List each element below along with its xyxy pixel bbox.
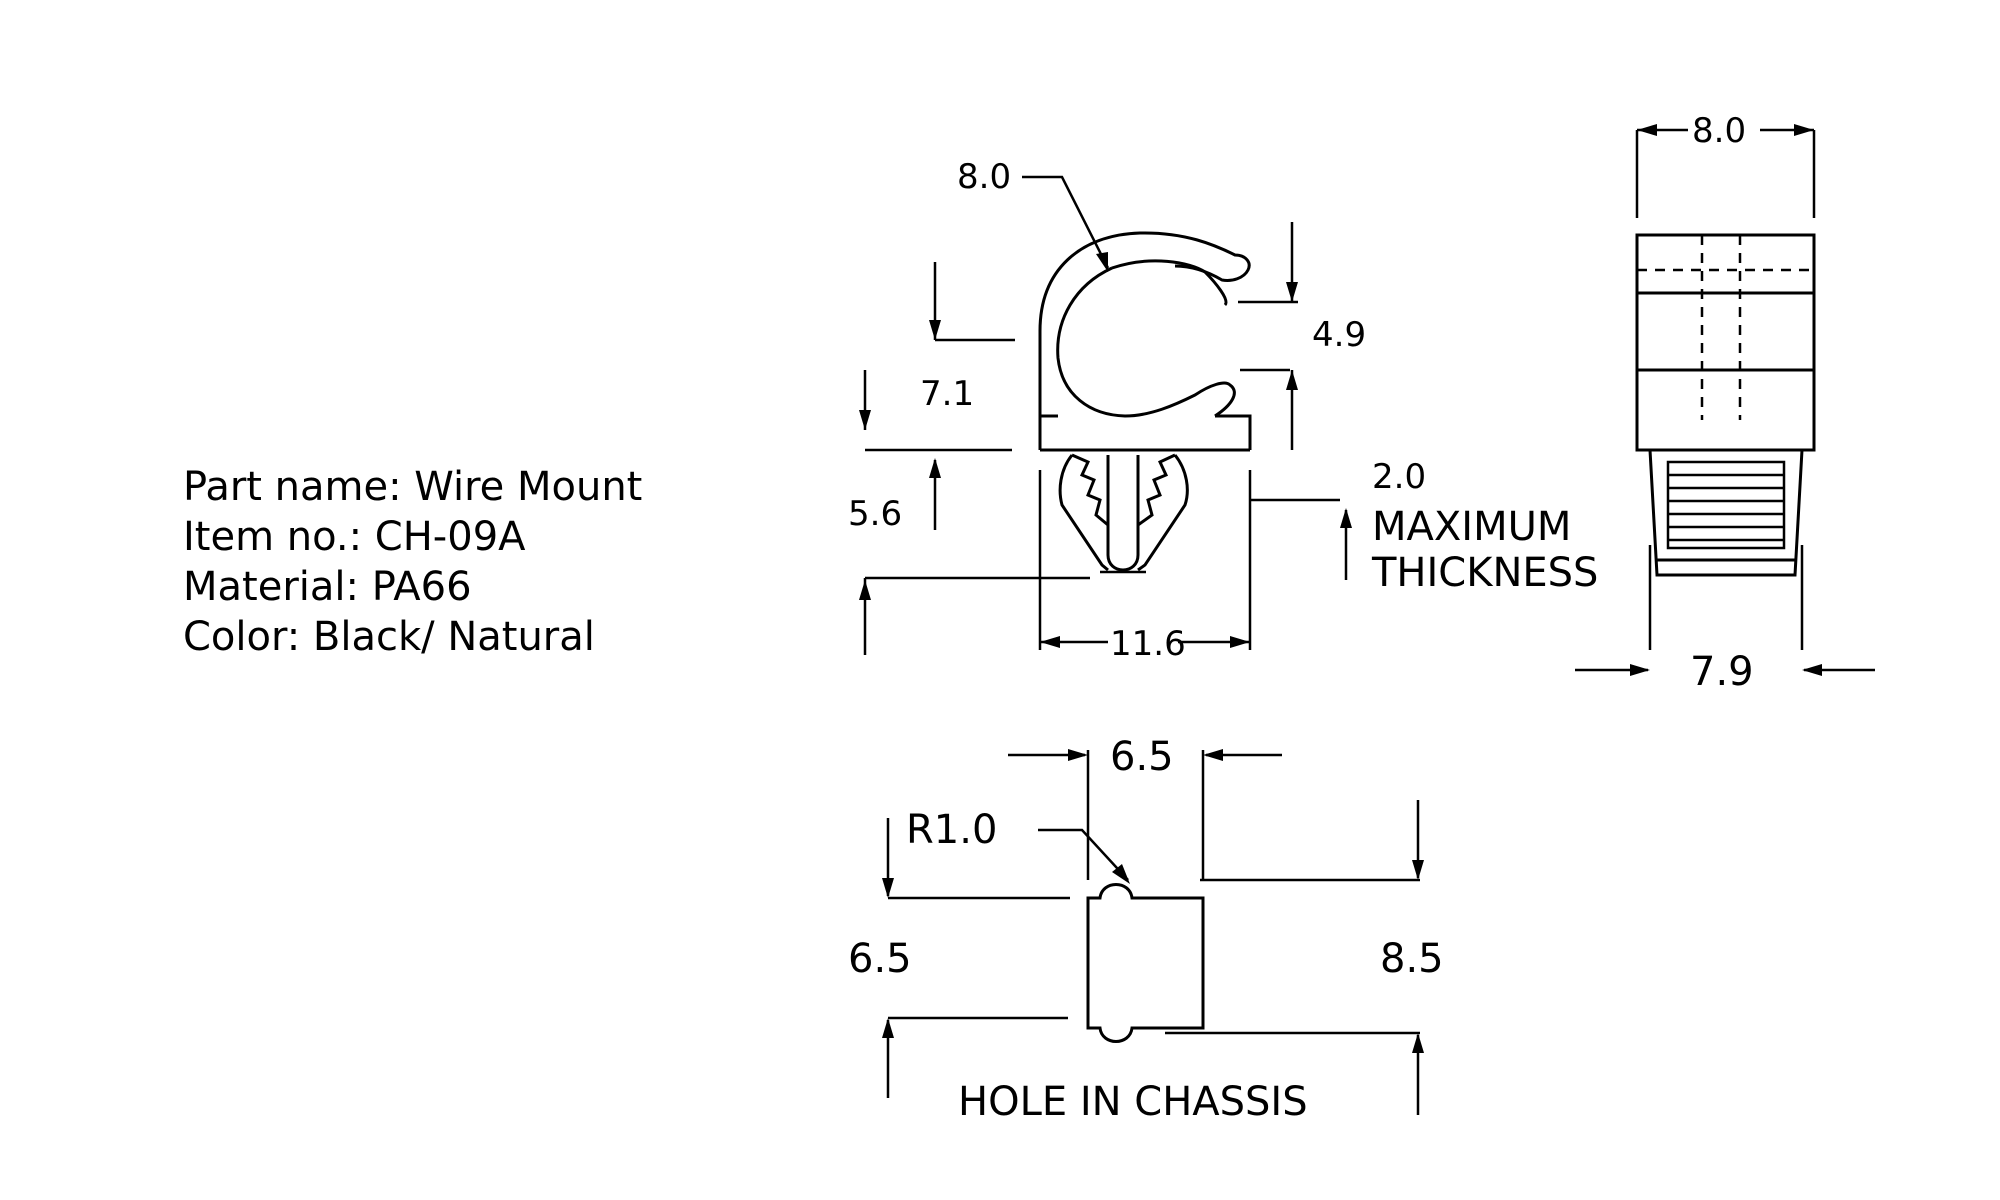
dim-4.9-arrow-top (1286, 282, 1298, 302)
max-thickness-label-1: MAXIMUM (1372, 504, 1571, 550)
dim-side-bottom-arrow-left (1630, 664, 1650, 676)
dim-7.1-arrow-top (929, 320, 941, 340)
dim-2.0-arrow (1340, 508, 1352, 528)
dim-front-clip-diameter: 8.0 (957, 157, 1011, 197)
side-stem-ribs (1668, 473, 1784, 542)
dim-front-height: 7.1 (920, 374, 974, 414)
clip-right-barb (1137, 453, 1189, 572)
dim-8-leader (1022, 175, 1110, 269)
side-hidden-vertical (1700, 235, 1742, 420)
dim-hole-radius-leader (1038, 828, 1129, 881)
clip-base (1038, 331, 1252, 452)
clip-outer-c (1038, 231, 1251, 332)
dim-5.6-arrow-bottom (859, 580, 871, 600)
side-view: 8.0 7.9 (1575, 111, 1875, 695)
dim-hole-height-left: 6.5 (848, 936, 912, 982)
dim-8-arrow (1096, 252, 1108, 272)
dim-hole-radius: R1.0 (906, 807, 997, 853)
hole-outline (1086, 883, 1205, 1043)
dim-side-top-arrow-right (1794, 124, 1814, 136)
dim-max-thickness-value: 2.0 (1372, 457, 1426, 497)
dim-hole-left-ext (886, 818, 1070, 1098)
dim-side-bottom-ext (1575, 545, 1875, 672)
dim-side-top-ext (1635, 128, 1816, 218)
item-number: Item no.: CH-09A (183, 514, 526, 560)
part-info: Part name: Wire Mount Item no.: CH-09A M… (183, 462, 642, 662)
clip-inner-c (1056, 259, 1236, 418)
dim-hole-width-arrow-left (1068, 749, 1088, 761)
dim-side-width-top: 8.0 (1692, 111, 1746, 151)
hole-caption: HOLE IN CHASSIS (958, 1079, 1308, 1125)
side-stem-inner (1666, 460, 1786, 550)
dim-11.6-ext (1038, 470, 1252, 650)
dim-4.9-ext (1238, 222, 1298, 450)
dim-side-width-bottom: 7.9 (1690, 649, 1754, 695)
dim-4.9-arrow-bottom (1286, 370, 1298, 390)
color: Color: Black/ Natural (183, 614, 595, 660)
dim-hole-height-right: 8.5 (1380, 936, 1444, 982)
dim-7.1-arrow-bottom (859, 410, 871, 430)
dim-7.1-ext (863, 262, 1015, 452)
dim-11.6-arrow-left (1040, 636, 1060, 648)
dim-5.6-arrow-top (929, 458, 941, 478)
dim-11.6-arrow-right (1230, 636, 1250, 648)
dim-hole-width-arrow-right (1203, 749, 1223, 761)
front-view: 8.0 4.9 7.1 5.6 11.6 2.0 MAXIMUM THICKNE… (848, 157, 1598, 664)
dim-hole-right-arrow-bottom (1412, 1033, 1424, 1053)
clip-center-post (1106, 455, 1140, 572)
side-stem (1648, 449, 1804, 577)
side-body (1635, 233, 1816, 452)
dim-front-base-width: 11.6 (1110, 624, 1186, 664)
dim-hole-left-arrow-top (882, 878, 894, 898)
dim-2.0-ext (1250, 498, 1348, 580)
dim-front-opening: 4.9 (1312, 315, 1366, 355)
dim-side-top-arrow-left (1637, 124, 1657, 136)
side-body-lines (1637, 291, 1814, 372)
dim-hole-right-ext (1165, 800, 1420, 1115)
dim-hole-width-ext (1008, 750, 1282, 880)
part-name: Part name: Wire Mount (183, 464, 643, 510)
material: Material: PA66 (183, 564, 472, 610)
dim-hole-right-arrow-top (1412, 860, 1424, 880)
hole-view: 6.5 R1.0 6.5 8.5 HOLE IN CHASSIS (848, 734, 1444, 1125)
dim-hole-radius-arrow (1112, 864, 1130, 884)
dim-side-bottom-arrow-right (1802, 664, 1822, 676)
max-thickness-label-2: THICKNESS (1371, 550, 1598, 596)
dim-front-leg-height: 5.6 (848, 494, 902, 534)
clip-left-barb (1058, 453, 1109, 572)
dim-hole-width: 6.5 (1110, 734, 1174, 780)
dim-5.6-ext (863, 460, 1090, 655)
dim-hole-left-arrow-bottom (882, 1018, 894, 1038)
